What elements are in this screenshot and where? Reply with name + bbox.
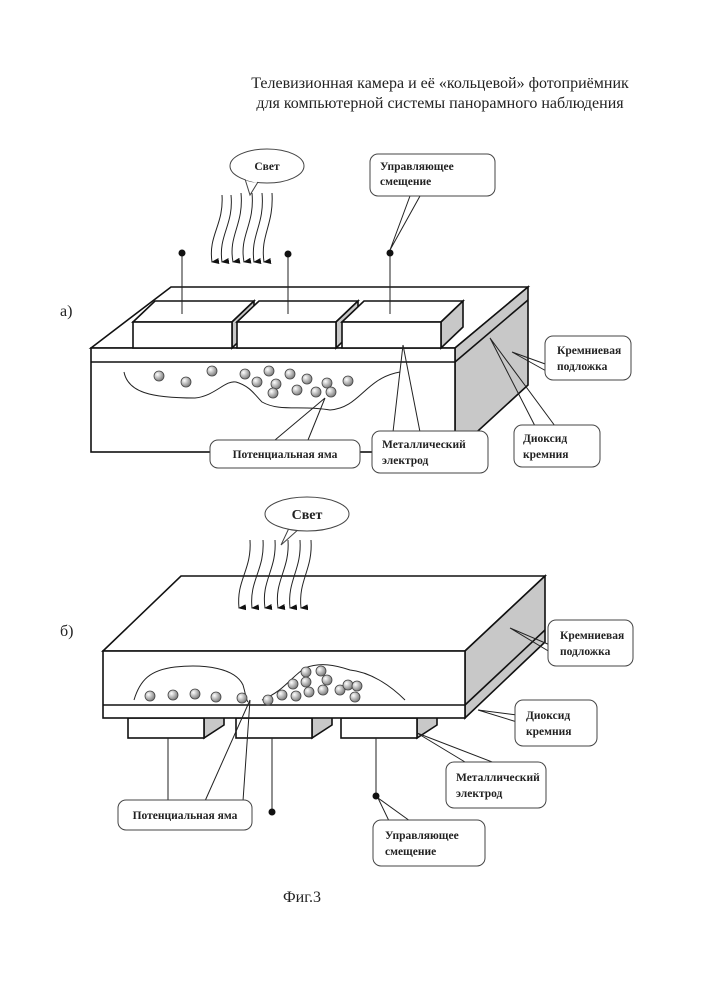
- substrate-front-face: [103, 651, 465, 718]
- light-label: Свет: [292, 508, 323, 523]
- figure-b: б): [60, 497, 633, 866]
- light-callout: Свет: [265, 497, 349, 545]
- figure-caption: Фиг.3: [283, 889, 321, 906]
- svg-text:электрод: электрод: [382, 455, 429, 467]
- figure-a: а): [60, 149, 631, 473]
- title-line-2: для компьютерной системы панорамного наб…: [256, 95, 624, 112]
- svg-text:Управляющее: Управляющее: [385, 830, 459, 842]
- svg-text:Потенциальная яма: Потенциальная яма: [233, 449, 338, 461]
- svg-text:подложка: подложка: [560, 646, 611, 658]
- svg-text:Потенциальная яма: Потенциальная яма: [133, 810, 238, 822]
- light-rays: [211, 193, 272, 262]
- substrate-callout: Кремниевая подложка: [512, 336, 631, 380]
- svg-text:Кремниевая: Кремниевая: [557, 345, 621, 357]
- svg-text:Кремниевая: Кремниевая: [560, 630, 624, 642]
- figure-a-label: а): [60, 303, 72, 320]
- figure-b-label: б): [60, 623, 73, 640]
- svg-text:смещение: смещение: [380, 176, 431, 188]
- svg-text:кремния: кремния: [526, 726, 571, 738]
- electrode: [342, 301, 463, 348]
- svg-text:подложка: подложка: [557, 361, 608, 373]
- electrode: [133, 301, 254, 348]
- title-line-1: Телевизионная камера и её «кольцевой» фо…: [251, 75, 629, 92]
- svg-text:Диоксид: Диоксид: [523, 433, 567, 445]
- control-bias-callout: Управляющее смещение: [370, 154, 495, 250]
- svg-text:Управляющее: Управляющее: [380, 161, 454, 173]
- svg-text:Металлический: Металлический: [382, 439, 466, 451]
- svg-text:Диоксид: Диоксид: [526, 710, 570, 722]
- terminal-pin: [269, 738, 276, 816]
- svg-text:электрод: электрод: [456, 788, 503, 800]
- terminal-pin: [373, 738, 380, 800]
- svg-text:смещение: смещение: [385, 846, 436, 858]
- svg-text:кремния: кремния: [523, 449, 568, 461]
- light-callout: Свет: [230, 149, 304, 195]
- oxide-callout: Диоксид кремния: [478, 700, 597, 746]
- svg-text:Металлический: Металлический: [456, 772, 540, 784]
- electrode: [237, 301, 358, 348]
- light-label: Свет: [254, 161, 280, 173]
